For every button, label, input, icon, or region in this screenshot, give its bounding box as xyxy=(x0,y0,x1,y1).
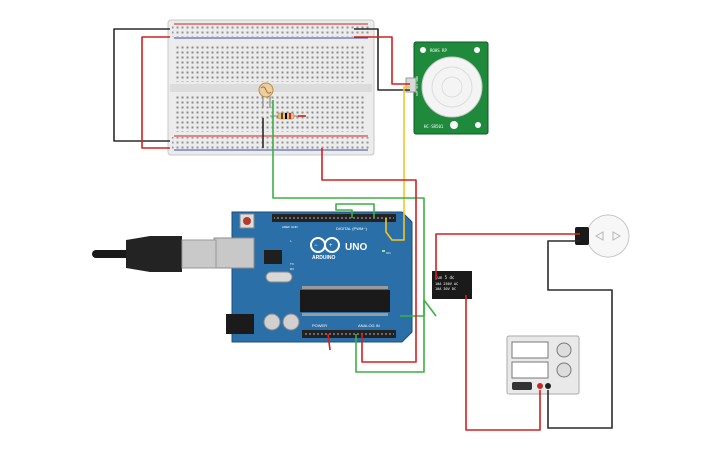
pir-dome xyxy=(421,56,483,118)
board-model-label: UNO xyxy=(345,242,367,253)
rx-led-label: RX xyxy=(290,267,294,271)
resistor[interactable] xyxy=(270,112,300,120)
l-led-label: L xyxy=(290,239,292,243)
on-led-label: ON xyxy=(386,251,391,255)
relay-module[interactable]: Iun 5 dc 10A 250V AC 10A 30V DC xyxy=(432,271,472,299)
psu-negative-terminal[interactable] xyxy=(545,383,551,389)
relay-line1: Iun 5 dc xyxy=(435,275,455,280)
photoresistor[interactable] xyxy=(258,82,274,108)
dc-jack xyxy=(226,314,254,334)
usb-cable xyxy=(92,236,217,272)
wire-red-vcc-rail xyxy=(141,36,170,149)
svg-text:+: + xyxy=(329,243,333,249)
wire-black-pir-gnd xyxy=(354,28,410,91)
arduino-logo: − + xyxy=(310,237,340,253)
psu-positive-terminal[interactable] xyxy=(537,383,543,389)
wire-red-relay-bulb xyxy=(435,233,580,280)
aref-label: AREF xyxy=(282,225,290,229)
gnd-label: GND xyxy=(291,225,299,229)
wire-black-bulb-psu xyxy=(547,240,613,429)
relay-line3: 10A 30V DC xyxy=(435,287,456,291)
svg-text:−: − xyxy=(314,243,318,249)
pir-sensor[interactable]: ROHS RP HC-SR501 OUT VCC GND xyxy=(405,41,489,135)
pir-bottom-label: HC-SR501 xyxy=(424,124,444,129)
pir-side-label: OUT VCC GND xyxy=(415,76,419,96)
power-supply[interactable] xyxy=(506,335,580,395)
capacitor xyxy=(282,313,300,331)
wire-red-pir-vcc xyxy=(354,36,410,85)
power-header-label: POWER xyxy=(312,323,327,328)
wire-yellow-pir-out xyxy=(385,86,410,241)
relay-line2: 10A 250V AC xyxy=(435,282,458,286)
arduino-uno-board[interactable]: − + UNO ARDUINO DIGITAL (PWM~) POWER ANA… xyxy=(213,211,413,343)
light-bulb[interactable] xyxy=(575,214,630,258)
pir-top-label: ROHS RP xyxy=(430,48,447,53)
tx-led-label: TX xyxy=(290,262,294,266)
digital-header-label: DIGITAL (PWM~) xyxy=(336,226,368,231)
capacitor xyxy=(263,313,281,331)
board-brand-label: ARDUINO xyxy=(312,255,335,261)
usb-port xyxy=(213,237,255,269)
wire-red-5v xyxy=(321,148,417,363)
wire-red-relay-psu xyxy=(465,295,541,431)
wire-green-relay-signal xyxy=(355,299,437,373)
atmega-chip xyxy=(300,290,390,312)
analog-header-label: ANALOG IN xyxy=(358,323,380,328)
